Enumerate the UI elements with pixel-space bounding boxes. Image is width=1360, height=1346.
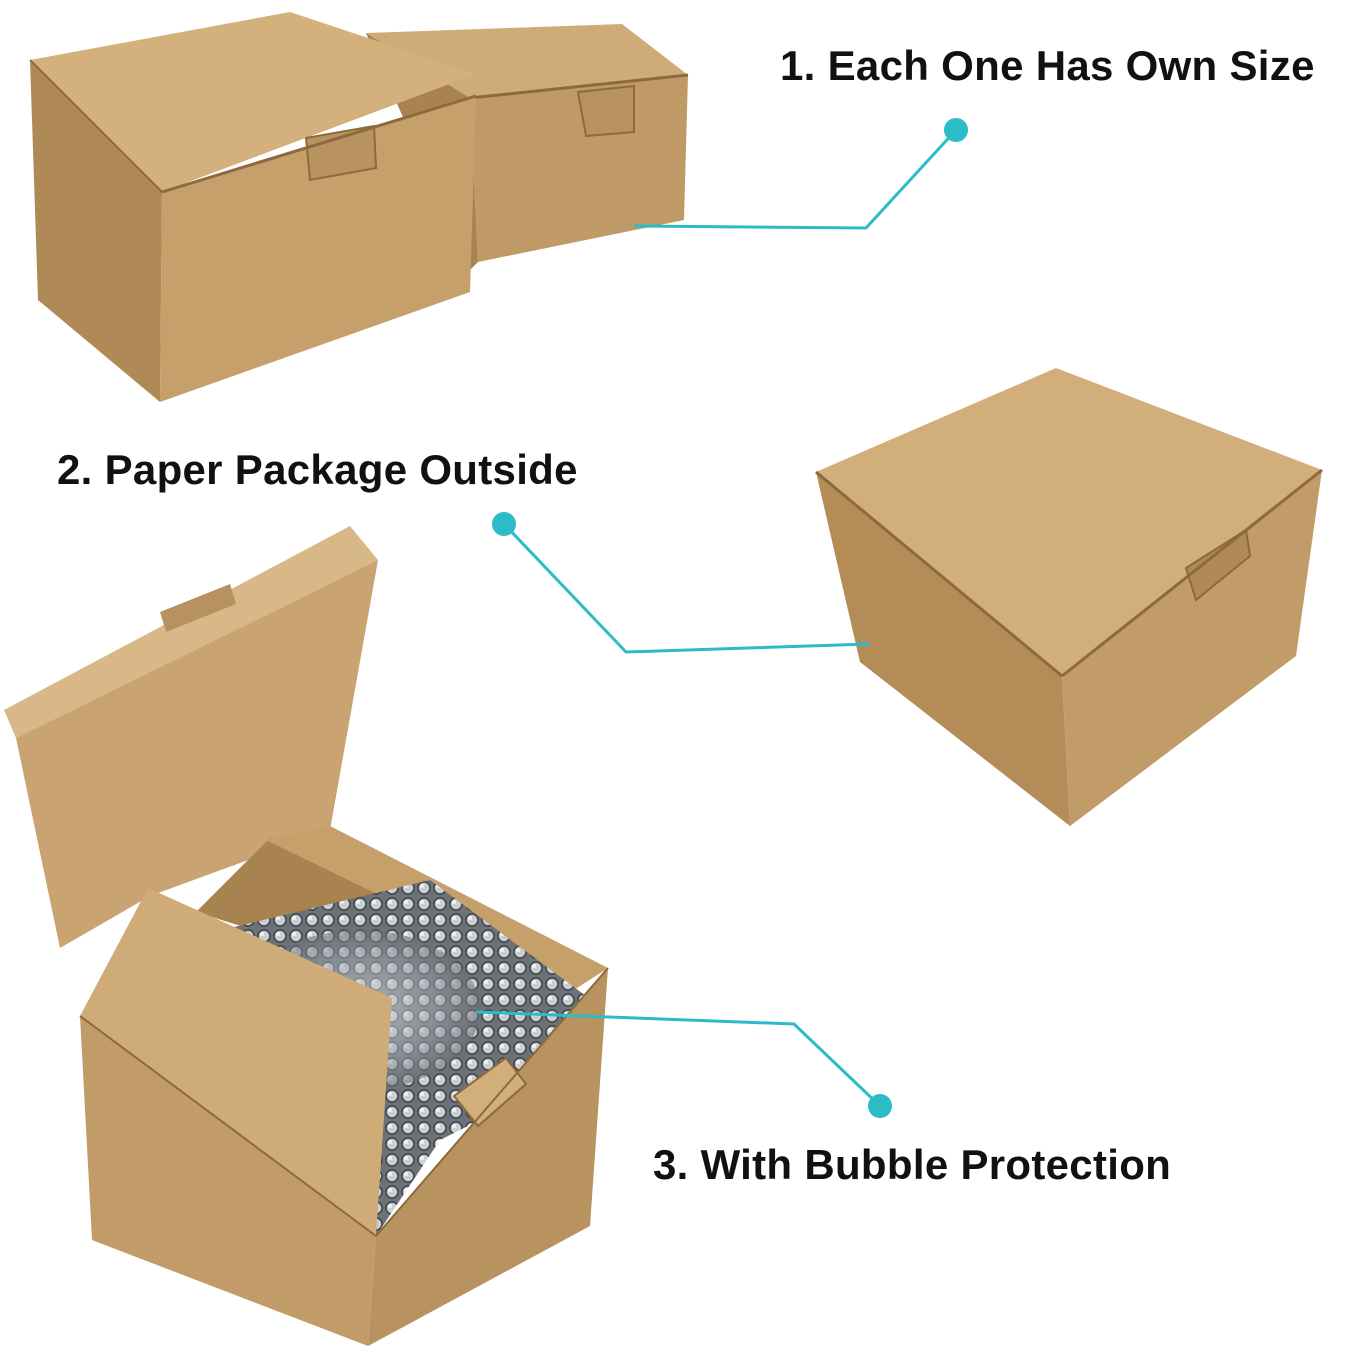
callout-dot-3 xyxy=(868,1094,892,1118)
callout-2 xyxy=(492,512,871,654)
open-box-image xyxy=(4,526,609,1346)
callout-dot-1 xyxy=(944,118,968,142)
callout-1 xyxy=(633,118,968,230)
label-with-bubble-protection: 3. With Bubble Protection xyxy=(653,1141,1172,1188)
closed-box-image xyxy=(815,368,1323,826)
label-paper-package-outside: 2. Paper Package Outside xyxy=(57,446,578,493)
two-boxes-image xyxy=(29,12,689,402)
callout-dot-2 xyxy=(492,512,516,536)
large-box xyxy=(29,12,477,402)
label-each-one-has-own-size: 1. Each One Has Own Size xyxy=(780,42,1315,89)
callout-3 xyxy=(475,1010,892,1118)
